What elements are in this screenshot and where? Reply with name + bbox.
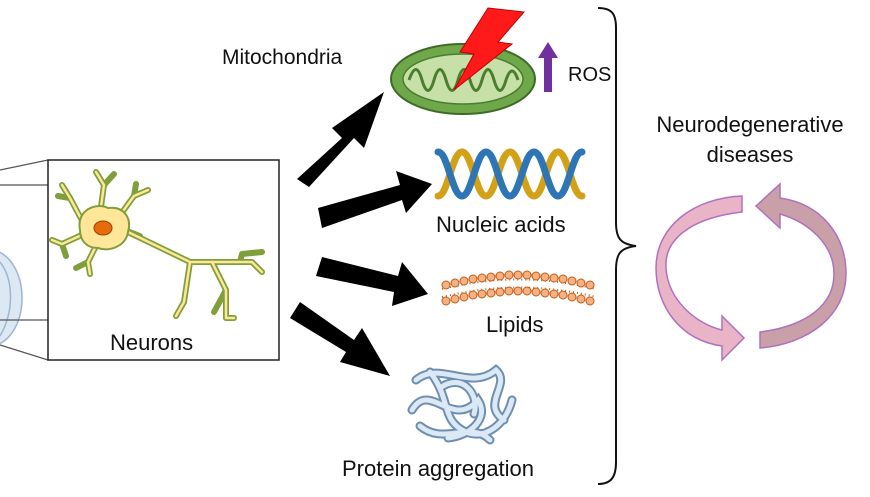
protein-aggregate-icon — [407, 364, 517, 445]
arrow-to-mitochondria — [297, 92, 384, 187]
lightning-icon — [453, 7, 526, 91]
label-lipids: Lipids — [486, 312, 544, 337]
label-diseases: diseases — [706, 142, 794, 167]
label-ros: ROS — [568, 64, 612, 86]
arrow-to-protein — [290, 302, 390, 376]
up-arrow-icon — [538, 42, 558, 92]
brace-icon — [597, 7, 637, 485]
label-mitochondria: Mitochondria — [222, 46, 343, 69]
label-neurodegenerative: Neurodegenerative — [656, 112, 844, 137]
cycle-arrows-icon — [655, 182, 847, 362]
brain-fragment — [0, 159, 49, 361]
label-nucleic-acids: Nucleic acids — [436, 212, 566, 237]
neuron-icon — [49, 169, 265, 321]
lipid-bilayer-icon — [441, 270, 597, 306]
arrow-to-lipids — [316, 257, 428, 306]
label-neurons: Neurons — [110, 330, 194, 355]
dna-icon — [434, 148, 586, 200]
arrows — [290, 92, 432, 376]
arrow-to-nucleic-acids — [318, 171, 432, 228]
label-neurodegenerative-diseases: Neurodegenerative diseases — [636, 110, 864, 170]
label-protein-aggregation: Protein aggregation — [342, 456, 535, 481]
